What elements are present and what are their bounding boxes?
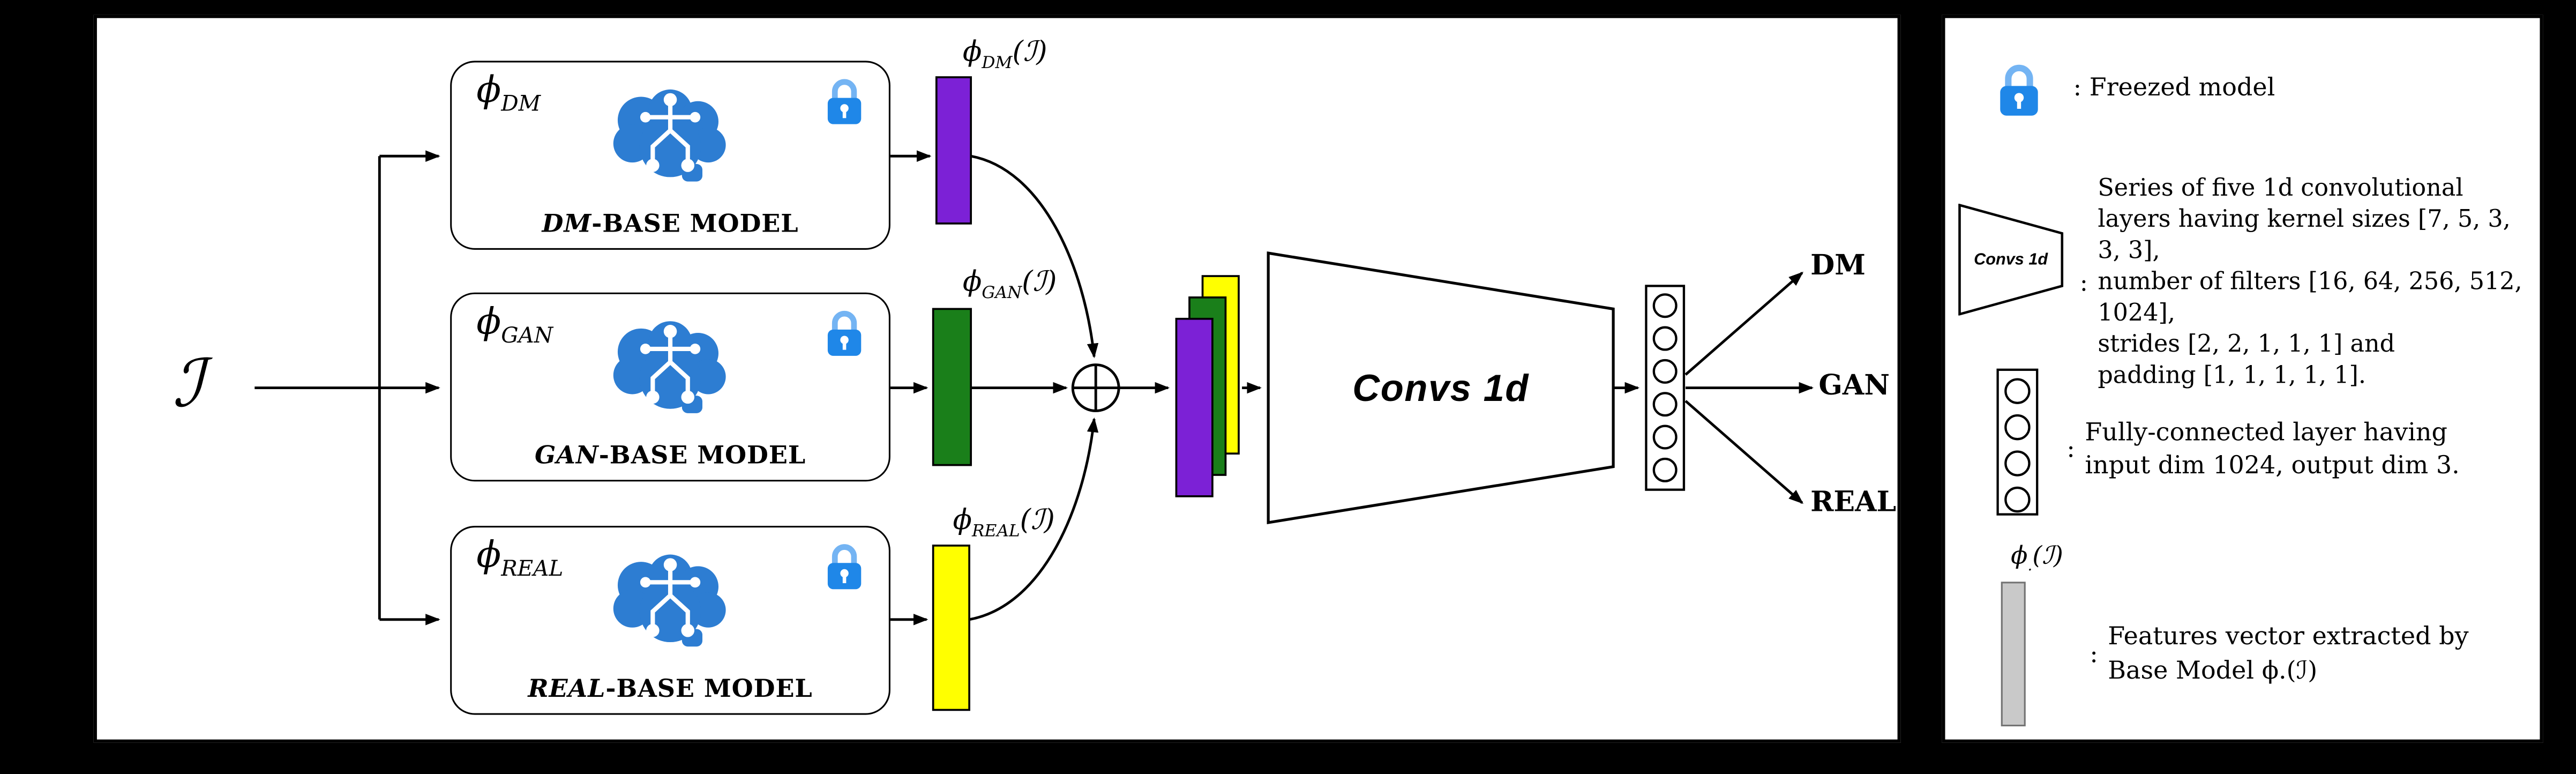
dm-base-model-name: DM-BASE MODEL [542, 209, 799, 239]
phi-dm-label: ϕDM [476, 70, 541, 117]
feature-vector-icon [2001, 582, 2026, 727]
fc-layer [1645, 285, 1686, 491]
phi-gan-label: ϕGAN [476, 302, 553, 349]
legend-features-line: Base Model ϕ.(ℐ) [2108, 656, 2318, 686]
output-label-dm: DM [1810, 250, 1866, 283]
feature-bar-green [932, 308, 972, 466]
feature-bar-purple [935, 76, 972, 225]
colon: : [2090, 639, 2098, 669]
dm-base-model-box: ϕDM [450, 61, 890, 250]
feature-bar-yellow [932, 545, 970, 711]
legend-freezed-text: : Freezed model [2073, 72, 2275, 102]
legend-convs-line: Series of five 1d convolutional [2098, 176, 2463, 203]
gan-base-model-name: GAN-BASE MODEL [534, 440, 806, 470]
feature-vector-label-real: ϕREAL(ℐ) [953, 504, 1055, 541]
lock-icon [827, 310, 862, 356]
legend-convs-description: : Series of five 1d convolutional layers… [2080, 174, 2540, 393]
brain-icon [613, 89, 726, 182]
flow-arrows [254, 150, 1814, 626]
legend-convs-line: padding [1, 1, 1, 1, 1]. [2098, 363, 2366, 390]
legend-features-line: Features vector extracted by [2108, 621, 2469, 651]
gan-base-model-box: ϕGAN [450, 292, 890, 482]
convs-1d-label: Convs 1d [1352, 366, 1530, 408]
main-diagram-panel: ℐ ϕDM [93, 14, 1901, 743]
lock-icon [827, 79, 862, 124]
convs-trapezoid [1267, 251, 1615, 524]
brain-icon [613, 321, 726, 413]
legend-fc-line: Fully-connected layer having [2085, 417, 2448, 447]
real-base-model-box: ϕREAL [450, 526, 890, 715]
feature-vector-label-gan: ϕGAN(ℐ) [962, 266, 1057, 303]
legend-convs-shape-label: Convs 1d [1974, 250, 2048, 269]
convs-trapezoid-icon [1958, 204, 2064, 316]
sum-junction [1071, 363, 1120, 412]
brain-icon [613, 554, 726, 647]
output-label-real: REAL [1810, 486, 1897, 519]
legend-convs-line: layers having kernel sizes [7, 5, 3, 3, … [2098, 207, 2511, 265]
phi-real-label: ϕREAL [476, 535, 564, 583]
feature-vector-label-dm: ϕDM(ℐ) [962, 36, 1047, 73]
diagram-shapes [254, 76, 1814, 711]
legend-fc-line: input dim 1024, output dim 3. [2085, 450, 2460, 480]
lock-icon [827, 544, 862, 590]
stacked-feature-vectors [1175, 275, 1240, 497]
legend-panel: : Freezed model Convs 1d : Series of fiv… [1942, 14, 2543, 743]
real-base-model-name: REAL-BASE MODEL [528, 673, 813, 704]
legend-convs-line: number of filters [16, 64, 256, 512, 102… [2098, 269, 2522, 328]
colon: : [2079, 270, 2088, 297]
colon: : [2066, 434, 2075, 464]
lock-icon [2000, 64, 2038, 116]
fc-layer-icon [1996, 368, 2039, 516]
legend-phi-label: ϕ.(ℐ) [2011, 540, 2063, 576]
input-symbol: ℐ [172, 346, 204, 422]
legend-features-description: : Features vector extracted by Base Mode… [2090, 620, 2468, 689]
legend-convs-line: strides [2, 2, 1, 1, 1] and [2098, 332, 2395, 359]
output-label-gan: GAN [1818, 369, 1890, 403]
legend-fc-description: : Fully-connected layer having input dim… [2066, 416, 2459, 482]
